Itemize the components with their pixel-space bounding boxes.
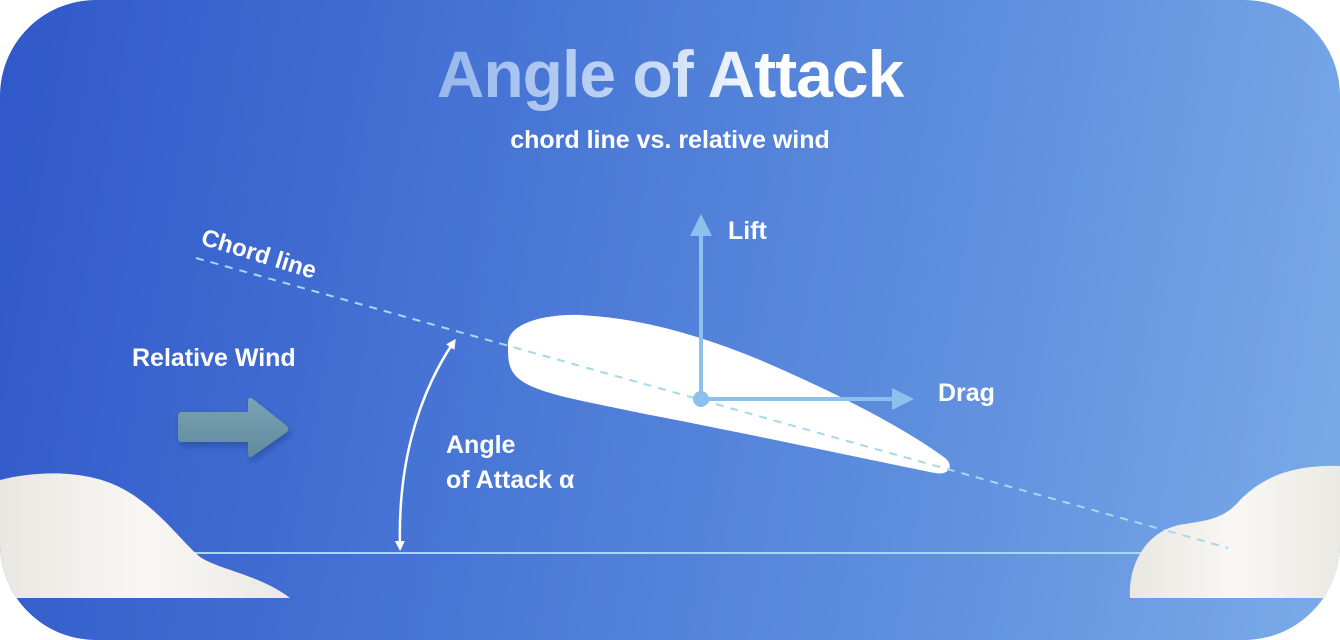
angle-of-attack-label-line2: of Attack α	[446, 466, 575, 494]
chord-line-extension	[1167, 530, 1229, 549]
angle-of-attack-label-line1: Angle	[446, 431, 516, 459]
diagram-canvas	[0, 214, 1340, 598]
lift-vector	[690, 214, 712, 398]
drag-vector	[701, 388, 914, 410]
page-title: Angle of Attack	[400, 36, 940, 112]
relative-wind-label: Relative Wind	[132, 344, 296, 372]
relative-wind-arrow-icon	[178, 397, 289, 458]
page-subtitle: chord line vs. relative wind	[510, 126, 830, 154]
angle-of-attack-label: Angle of Attack α	[446, 428, 574, 498]
left-cloud-shape	[0, 473, 290, 598]
up-arrow-icon	[690, 214, 712, 236]
right-cloud-shape	[1129, 465, 1340, 598]
lift-label: Lift	[728, 217, 767, 245]
center-of-pressure-dot	[693, 391, 709, 407]
airfoil-shape	[507, 314, 950, 474]
right-arrow-icon	[892, 388, 914, 410]
drag-label: Drag	[938, 379, 995, 407]
double-headed-arc-arrow-icon	[394, 338, 456, 551]
